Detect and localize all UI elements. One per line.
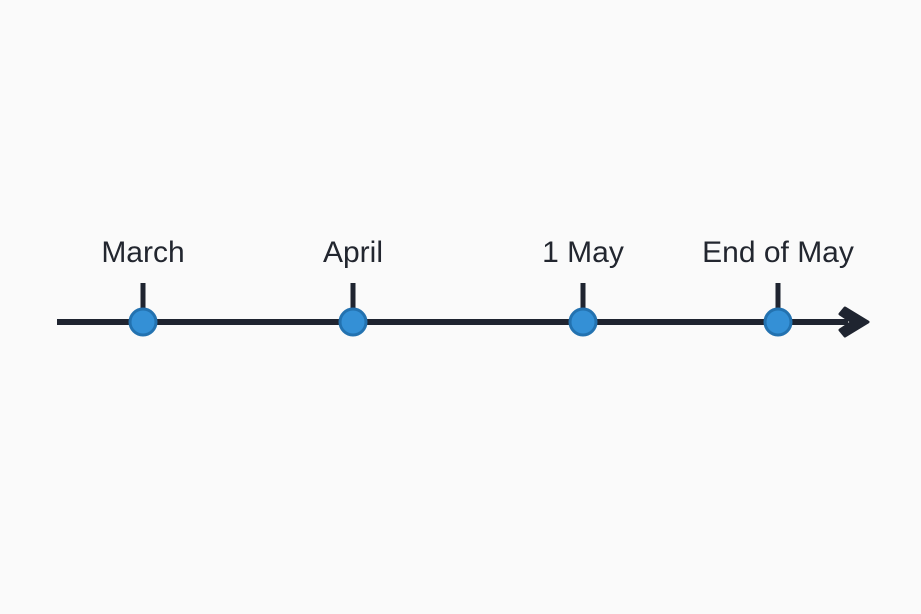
right-arrow-icon [838,306,870,338]
milestone-label-march: March [101,236,184,269]
timeline-milestone-march[interactable]: March [101,236,185,337]
milestone-label-1-may: 1 May [542,236,624,269]
milestone-dot-april[interactable] [338,307,368,337]
milestone-label-end-of-may: End of May [702,236,854,269]
timeline-milestone-april[interactable]: April [323,236,383,337]
milestone-dot-end-of-may[interactable] [763,307,793,337]
milestone-dot-march[interactable] [128,307,158,337]
timeline-milestone-1-may[interactable]: 1 May [542,236,624,337]
milestone-dot-1-may[interactable] [568,307,598,337]
milestone-label-april: April [323,236,383,269]
timeline-milestone-end-of-may[interactable]: End of May [702,236,854,337]
